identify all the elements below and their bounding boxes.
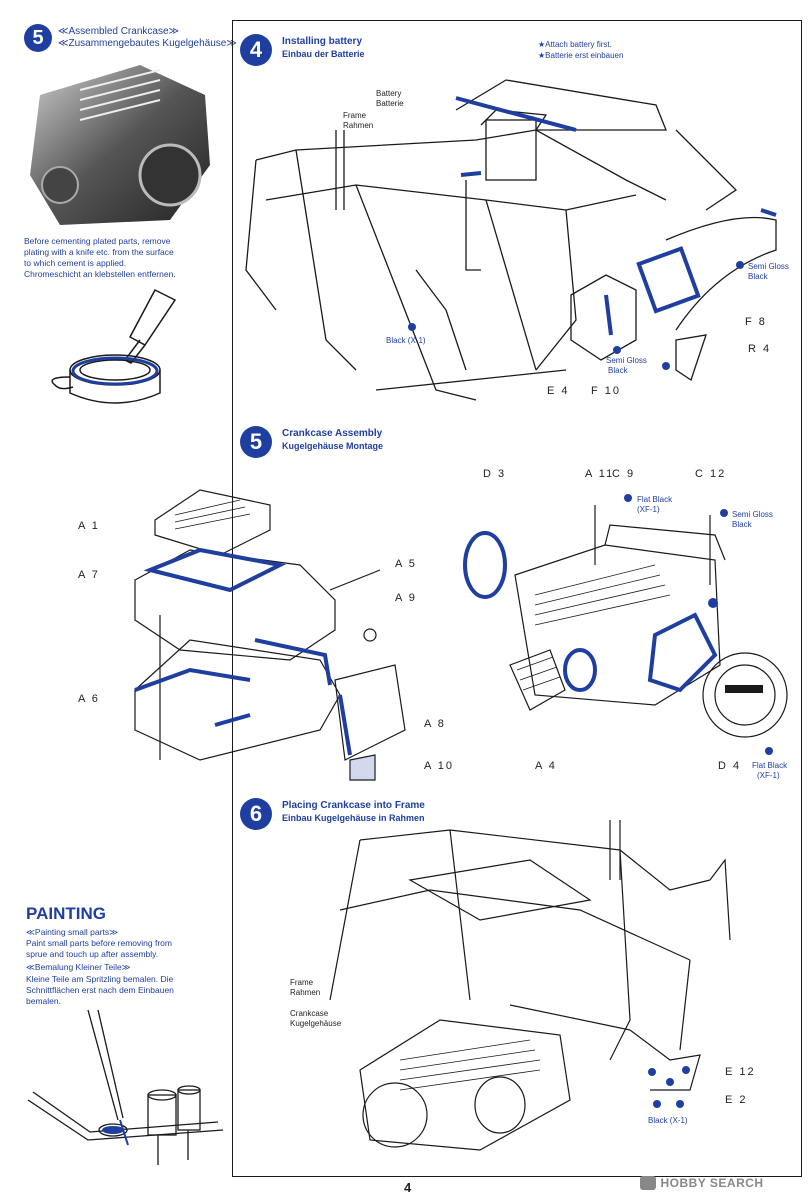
semi-gloss-label-1: Semi Gloss	[748, 262, 789, 271]
part-label-f10: F 10	[591, 385, 622, 397]
plating-note-en-2: plating with a knife etc. from the surfa…	[24, 247, 174, 257]
assembled-crankcase-photo	[30, 65, 210, 225]
paint-dot-r4	[662, 362, 670, 370]
knife-scraping-illustration	[51, 289, 177, 404]
step6-title-de: Einbau Kugelgehäuse in Rahmen	[282, 813, 425, 823]
part-label-d3: D 3	[483, 468, 507, 480]
flat-black-label-2: Flat Black	[752, 761, 788, 770]
step5-title-en: Crankcase Assembly	[282, 428, 383, 439]
part-label-a4: A 4	[535, 760, 557, 772]
battery-label-de: Batterie	[376, 99, 404, 108]
paint-dot-flat-black-c9	[624, 494, 632, 502]
black-label-2: Black	[608, 366, 628, 375]
frame-battery-drawing	[245, 79, 777, 401]
plating-note-en-3: to which cement is applied.	[24, 258, 127, 268]
part-label-e4: E 4	[547, 385, 570, 397]
watermark-text: HOBBY SEARCH	[660, 1175, 764, 1190]
crankcase-label-de: Kugelgehäuse	[290, 1019, 342, 1028]
frame-label-de-step4: Rahmen	[343, 121, 374, 130]
step4-title-en: Installing battery	[282, 36, 363, 47]
watermark-hobby-search: HOBBY SEARCH	[640, 1174, 805, 1194]
step5-title-de: Kugelgehäuse Montage	[282, 441, 384, 451]
part-label-d4: D 4	[718, 760, 742, 772]
painting-sub-de: ≪Bemalung Kleiner Teile≫	[26, 962, 131, 972]
part-label-a1: A 1	[78, 520, 100, 532]
paint-dot-semi-gloss-black-2	[613, 346, 621, 354]
part-label-a7: A 7	[78, 569, 100, 581]
flat-black-label-1: Flat Black	[637, 495, 673, 504]
watermark-icon	[640, 1175, 656, 1190]
part-label-a8: A 8	[424, 718, 446, 730]
painting-text-en-1: Paint small parts before removing from	[26, 938, 172, 948]
frame-label-de-step6: Rahmen	[290, 988, 321, 997]
step5-badge: 5	[240, 426, 272, 458]
xf1-label-1: (XF-1)	[637, 505, 660, 514]
part-label-f8: F 8	[745, 316, 767, 328]
part-label-e12: E 12	[725, 1066, 756, 1078]
battery-label-en: Battery	[376, 89, 402, 98]
part-label-a6: A 6	[78, 693, 100, 705]
part-label-a5: A 5	[395, 558, 417, 570]
painting-sub-en: ≪Painting small parts≫	[26, 927, 118, 937]
sprue-painting-illustration	[27, 1009, 224, 1165]
frame-label-en-step4: Frame	[343, 111, 367, 120]
painting-text-de-2: Schnittflächen erst nach dem Einbauen	[26, 985, 174, 995]
step4-note-en: ★Attach battery first.	[538, 40, 612, 49]
step5-badge-left: 5	[24, 24, 52, 52]
part-label-a9: A 9	[395, 592, 417, 604]
step4-note-de: ★Batterie erst einbauen	[538, 51, 624, 60]
crankcase-exploded-drawing	[134, 489, 406, 781]
step6-badge: 6	[240, 798, 272, 830]
crankcase-into-frame-drawing	[329, 820, 731, 1151]
part-label-a11: A 11	[585, 468, 615, 480]
painting-heading: PAINTING	[26, 904, 106, 923]
black-x1-label-step6: Black (X-1)	[648, 1116, 688, 1125]
xf1-label-2: (XF-1)	[757, 771, 780, 780]
part-label-c9: C 9	[612, 468, 636, 480]
crankcase-label-en: Crankcase	[290, 1009, 329, 1018]
instruction-panel-border	[232, 20, 802, 1177]
paint-dot-semi-gloss-black-1	[736, 261, 744, 269]
plating-note-de: Chromeschicht an klebstellen entfernen.	[24, 269, 176, 279]
assembled-crankcase-title-de: ≪Zusammengebautes Kugelgehäuse≫	[58, 38, 237, 49]
page-number: 4	[404, 1180, 412, 1195]
painting-text-de-3: bemalen.	[26, 996, 61, 1006]
paint-dot-semi-gloss-c12	[720, 509, 728, 517]
semi-gloss-label-step5: Semi Gloss	[732, 510, 773, 519]
step4-badge: 4	[240, 34, 272, 66]
paint-dot-flat-black-d4	[765, 747, 773, 755]
paint-dot-black-x1-step6-a	[653, 1100, 661, 1108]
painting-text-en-2: sprue and touch up after assembly.	[26, 949, 159, 959]
step4-title-de: Einbau der Batterie	[282, 49, 365, 59]
part-label-a10: A 10	[424, 760, 455, 772]
painting-text-de-1: Kleine Teile am Spritzling bemalen. Die	[26, 974, 174, 984]
paint-dot-black-x1-step6-b	[676, 1100, 684, 1108]
black-label-1: Black	[748, 272, 768, 281]
part-label-c12: C 12	[695, 468, 727, 480]
plating-note-en-1: Before cementing plated parts, remove	[24, 236, 171, 246]
part-label-r4: R 4	[748, 343, 772, 355]
black-x1-label-step4: Black (X-1)	[386, 336, 426, 345]
black-label-step5: Black	[732, 520, 752, 529]
crankcase-assembled-drawing	[463, 505, 788, 738]
step6-title-en: Placing Crankcase into Frame	[282, 800, 425, 811]
part-label-e2: E 2	[725, 1094, 748, 1106]
semi-gloss-label-2: Semi Gloss	[606, 356, 647, 365]
assembled-crankcase-title-en: ≪Assembled Crankcase≫	[58, 26, 179, 37]
frame-label-en-step6: Frame	[290, 978, 314, 987]
paint-dot-black-x1-step4	[408, 323, 416, 331]
